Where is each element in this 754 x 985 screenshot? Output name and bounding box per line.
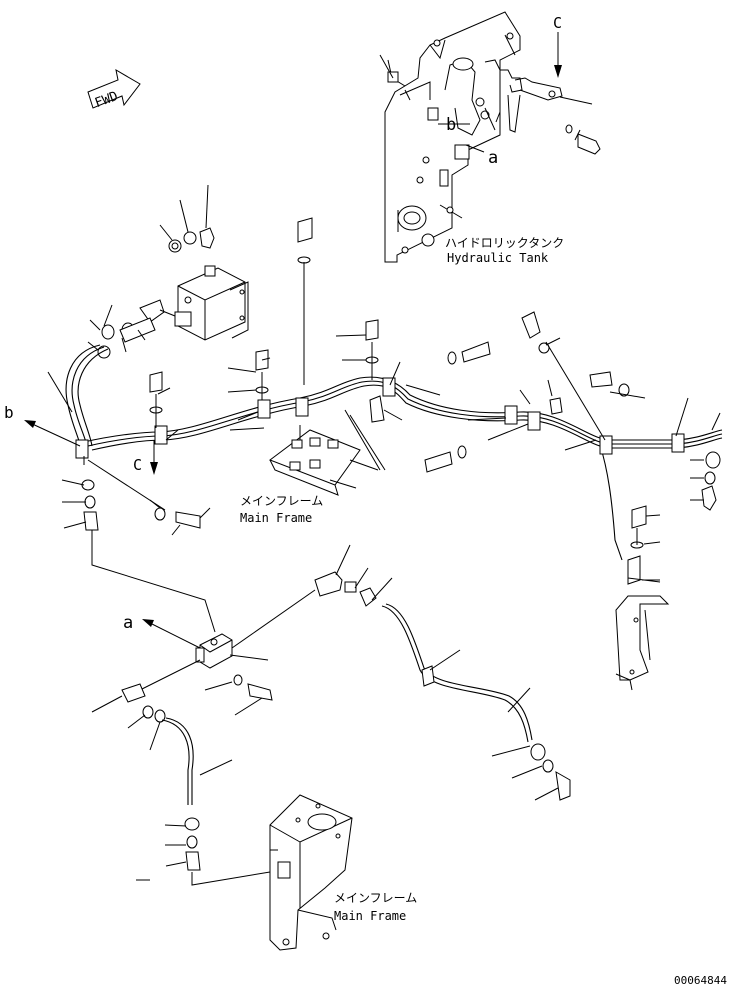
hydraulic-tank-en-label: Hydraulic Tank bbox=[447, 251, 549, 265]
hydraulic-tank-jp-label: ハイドロリックタンク bbox=[445, 236, 564, 250]
bottom-fitting-stack bbox=[136, 817, 278, 886]
ref-a-label-mid: a bbox=[123, 613, 133, 633]
main-frame-jp-label-2: メインフレーム bbox=[334, 891, 417, 905]
main-frame-center bbox=[268, 409, 386, 496]
view-c-label-mid: C bbox=[133, 456, 142, 474]
left-fitting-stack bbox=[81, 456, 216, 633]
ref-a-label-top: a bbox=[488, 148, 498, 168]
ref-b-label-top: b bbox=[446, 115, 456, 135]
main-frame-en-label-1: Main Frame bbox=[240, 511, 312, 525]
right-hose bbox=[381, 603, 571, 801]
drawing-number: 00064844 bbox=[674, 974, 727, 985]
hydraulic-tank-bracket bbox=[379, 11, 601, 263]
valve-block bbox=[87, 184, 249, 359]
view-c-arrow-mid-icon bbox=[150, 440, 158, 475]
junction-block bbox=[91, 544, 393, 805]
ref-b-label-left: b bbox=[4, 403, 14, 422]
main-frame-jp-label-1: メインフレーム bbox=[240, 494, 323, 508]
bolts-washers bbox=[149, 217, 647, 549]
hose-harness bbox=[65, 344, 723, 561]
view-c-arrow-top-icon bbox=[554, 32, 562, 78]
fwd-label: FWD bbox=[93, 89, 120, 111]
ref-a-arrow-icon bbox=[142, 619, 201, 649]
ref-b-arrow-icon bbox=[24, 420, 166, 511]
fwd-arrow-icon bbox=[87, 69, 141, 109]
ref-a-line bbox=[465, 144, 485, 153]
view-c-label-top: C bbox=[553, 14, 562, 32]
main-frame-en-label-2: Main Frame bbox=[334, 909, 406, 923]
right-bracket bbox=[615, 555, 670, 691]
main-frame-bottom bbox=[269, 794, 353, 951]
leader-lines bbox=[47, 334, 721, 581]
